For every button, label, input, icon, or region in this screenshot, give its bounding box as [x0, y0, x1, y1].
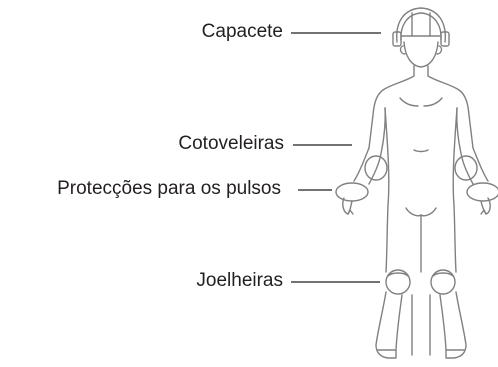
head-icon — [399, 41, 443, 68]
elbow-pad-left-icon — [364, 155, 388, 181]
wrist-guard-left-icon — [335, 182, 369, 215]
label-knee-pads: Joelheiras — [196, 270, 283, 291]
label-elbow-pads: Cotoveleiras — [178, 133, 284, 154]
label-wrist-guards: Protecções para os pulsos — [57, 178, 281, 199]
helmet-icon — [392, 7, 450, 47]
knee-pad-left-icon — [385, 269, 411, 295]
wrist-guard-right-icon — [466, 182, 498, 215]
label-helmet: Capacete — [201, 21, 283, 42]
elbow-pad-right-icon — [454, 155, 478, 181]
body-outline-icon — [353, 65, 489, 359]
knee-pad-right-icon — [430, 269, 456, 295]
